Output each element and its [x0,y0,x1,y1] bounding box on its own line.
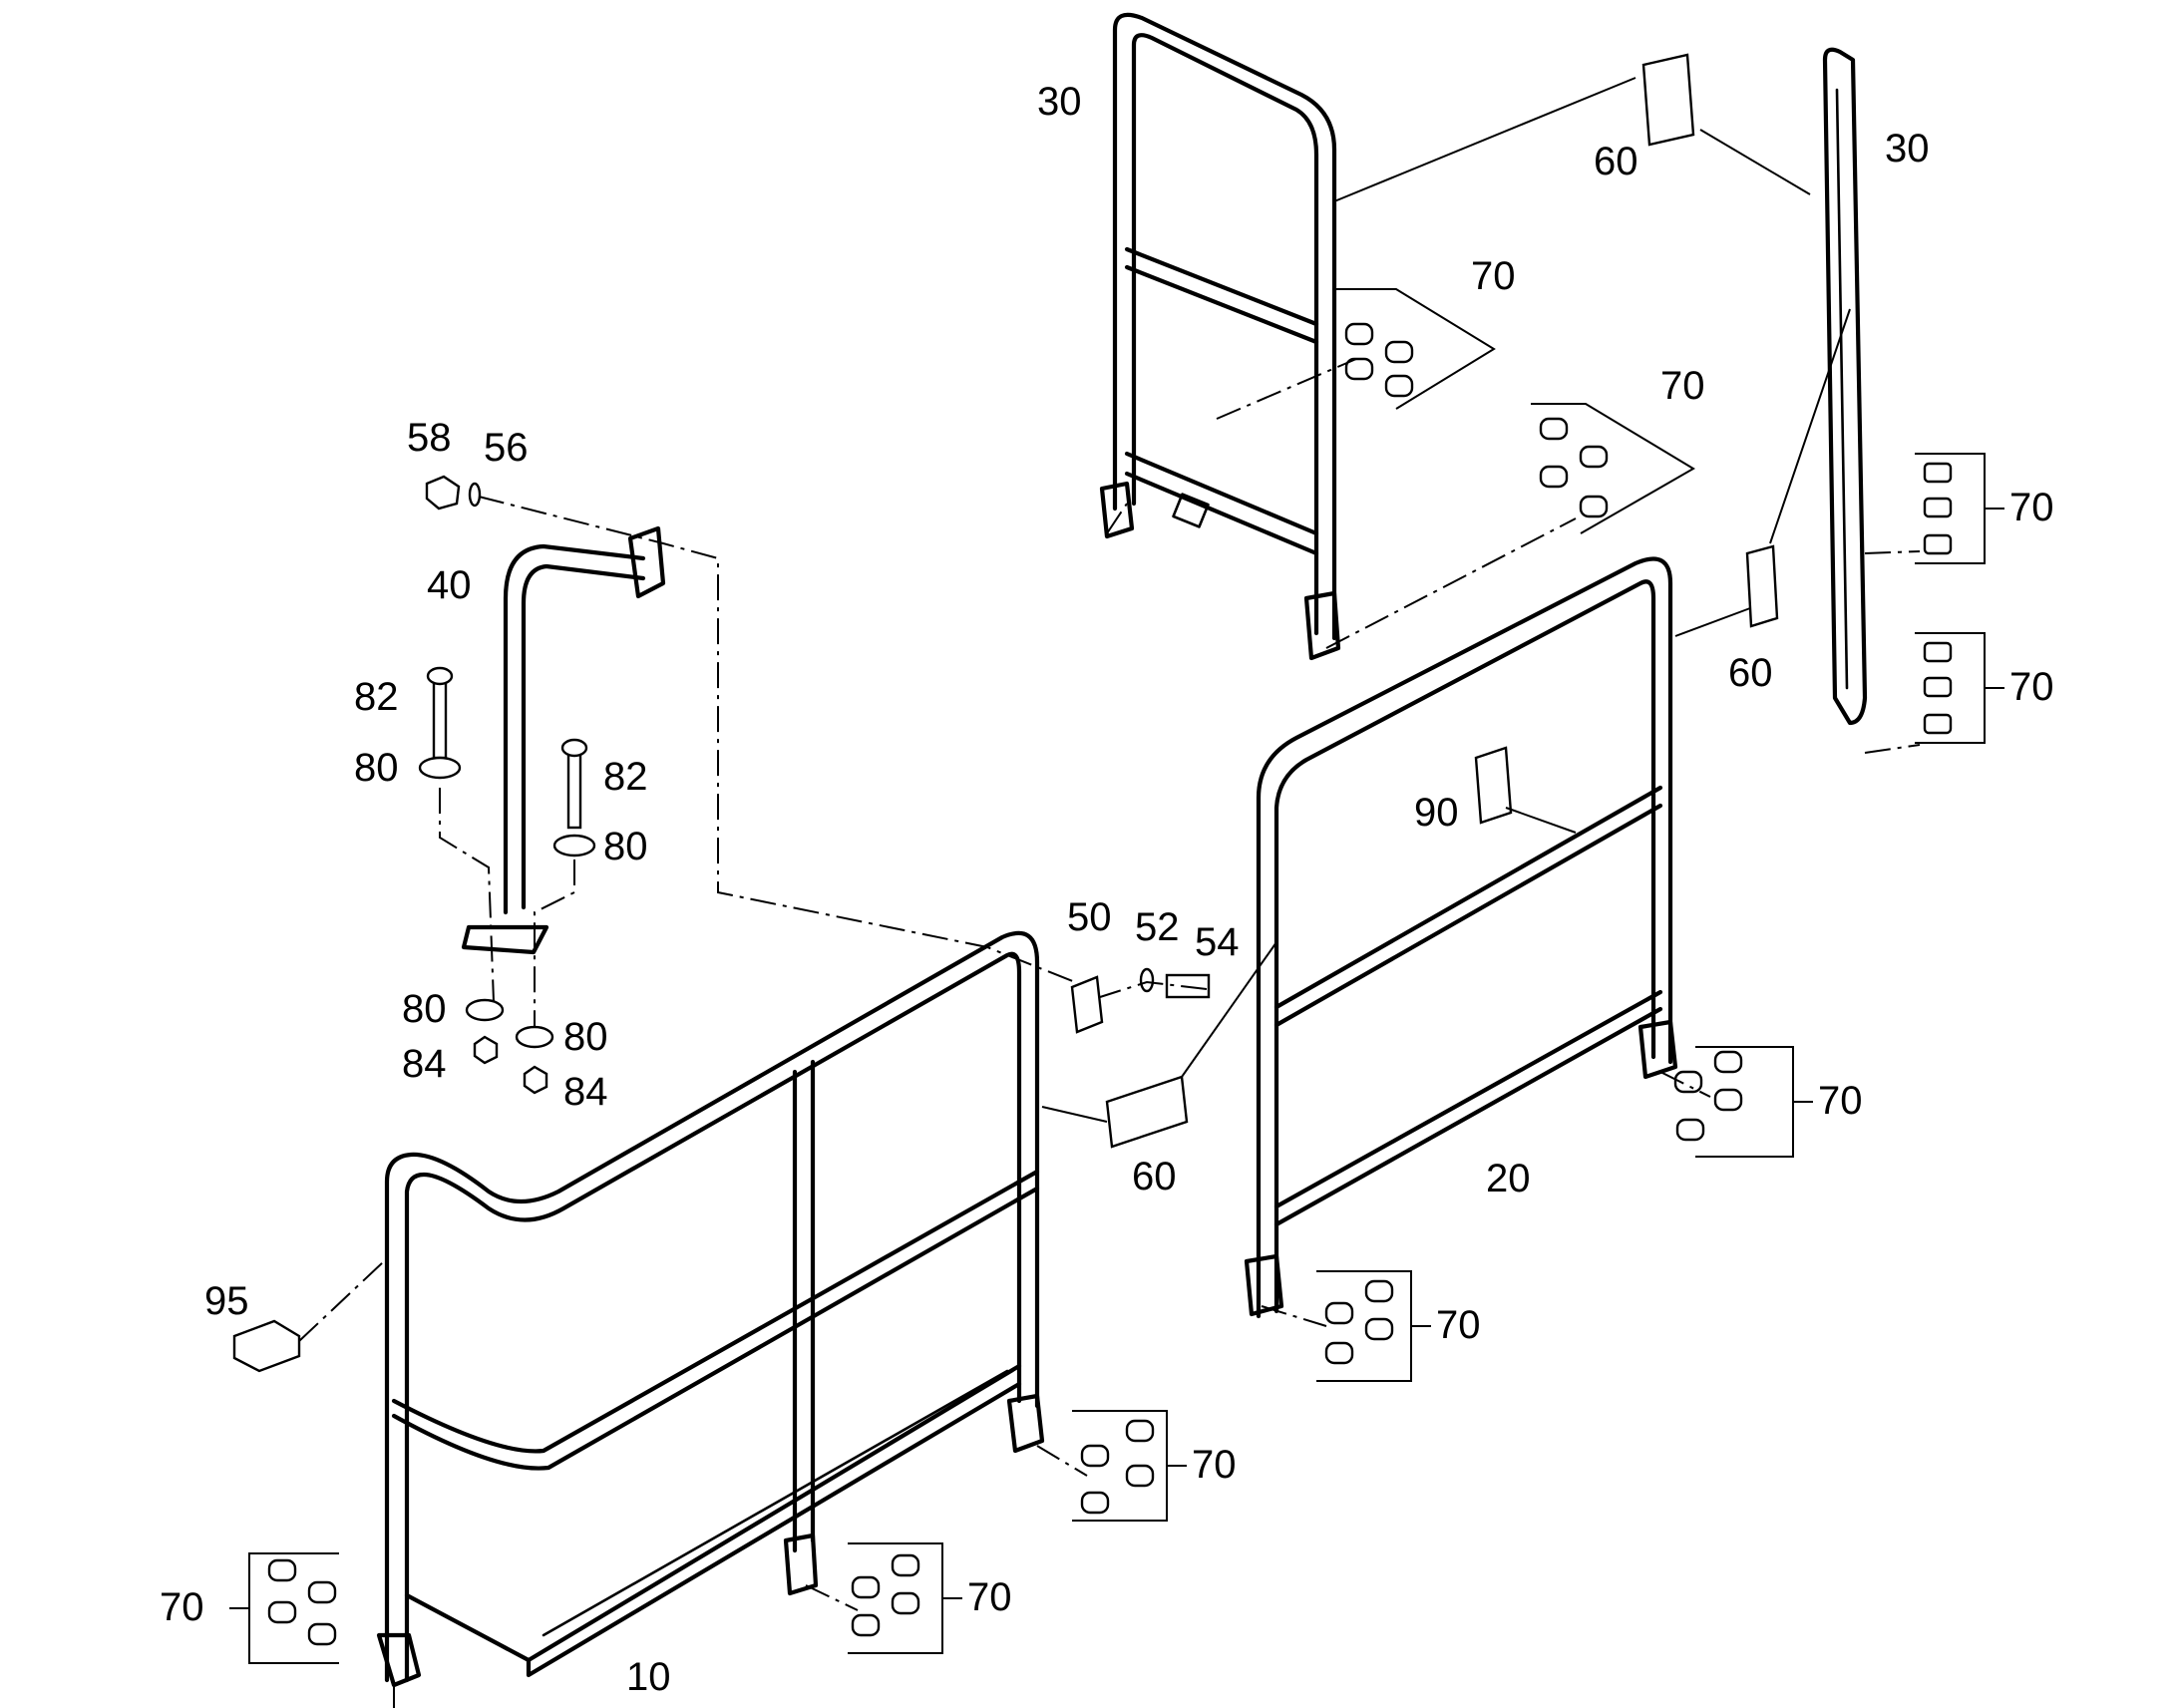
hinge-60-right [1745,544,1779,628]
callout-60-right: 60 [1728,651,1773,695]
callout-70-f: 70 [1436,1303,1481,1347]
nut-58 [425,475,461,511]
callout-30-side: 30 [1885,127,1930,171]
washer-80-a [418,756,462,780]
bolt-cluster-f [1324,1279,1394,1365]
bolt-cluster-c [1923,462,1953,555]
callout-30-front: 30 [1037,80,1082,124]
bolt-cluster-g [1080,1419,1155,1515]
washer-80-c [465,998,505,1022]
railing-section-10 [376,930,1045,1688]
gate-30-side [1822,47,1868,726]
nut-84-b [523,1065,548,1095]
bolt-cluster-d [1923,641,1953,735]
hinge-60-center [1105,1075,1189,1149]
callout-70-e: 70 [1818,1079,1863,1123]
callout-84-b: 84 [563,1070,608,1114]
callout-70-g: 70 [1192,1443,1237,1487]
callout-95: 95 [204,1279,249,1323]
callout-80-a: 80 [354,746,399,790]
callout-20: 20 [1486,1157,1531,1200]
callout-70-i: 70 [160,1585,204,1629]
clamp-95 [232,1319,301,1373]
clip-50 [1070,975,1104,1034]
callout-56: 56 [484,426,529,470]
bolt-cluster-i [267,1558,337,1646]
washer-56 [468,482,482,508]
bolt-cluster-a [1344,322,1414,398]
fastener-group-70 [229,288,2004,1664]
callout-70-c: 70 [2009,486,2054,529]
washer-52 [1139,967,1155,993]
callout-70-d: 70 [2009,665,2054,709]
callout-54: 54 [1195,920,1240,964]
callout-60-top: 60 [1594,140,1638,183]
clamp-90 [1474,746,1513,825]
washer-80-b [552,834,596,857]
callout-84-a: 84 [402,1042,447,1086]
bolt-cluster-b [1539,417,1609,518]
hinge-60-top [1641,53,1695,147]
bolt-82-right [566,748,582,830]
callout-60-center: 60 [1132,1155,1177,1198]
callout-labels: 10 20 30 30 40 50 52 54 56 58 60 60 60 7… [160,80,2054,1699]
callout-70-h: 70 [967,1575,1012,1619]
callout-82-b: 82 [603,755,648,799]
callout-70-a: 70 [1471,254,1516,298]
washer-80-d [515,1025,554,1049]
callout-80-c: 80 [402,987,447,1031]
callout-80-d: 80 [563,1015,608,1059]
nut-84-a [473,1035,499,1065]
callout-50: 50 [1067,895,1112,939]
railing-section-20 [1244,556,1678,1319]
leader-lines [298,77,1921,1708]
bolt-cluster-h [851,1553,920,1637]
callout-10: 10 [626,1655,671,1699]
bolt-cluster-e [1673,1050,1743,1142]
bolt-82-left [432,676,448,760]
callout-80-b: 80 [603,825,648,868]
callout-52: 52 [1135,905,1180,949]
callout-40: 40 [427,563,472,607]
handrail-40 [461,525,666,955]
gate-30-front [1099,12,1341,661]
hardware-items [232,53,1779,1373]
callout-82-a: 82 [354,675,399,719]
callout-58: 58 [407,416,452,460]
callout-70-b: 70 [1660,364,1705,408]
callout-90: 90 [1414,791,1459,835]
